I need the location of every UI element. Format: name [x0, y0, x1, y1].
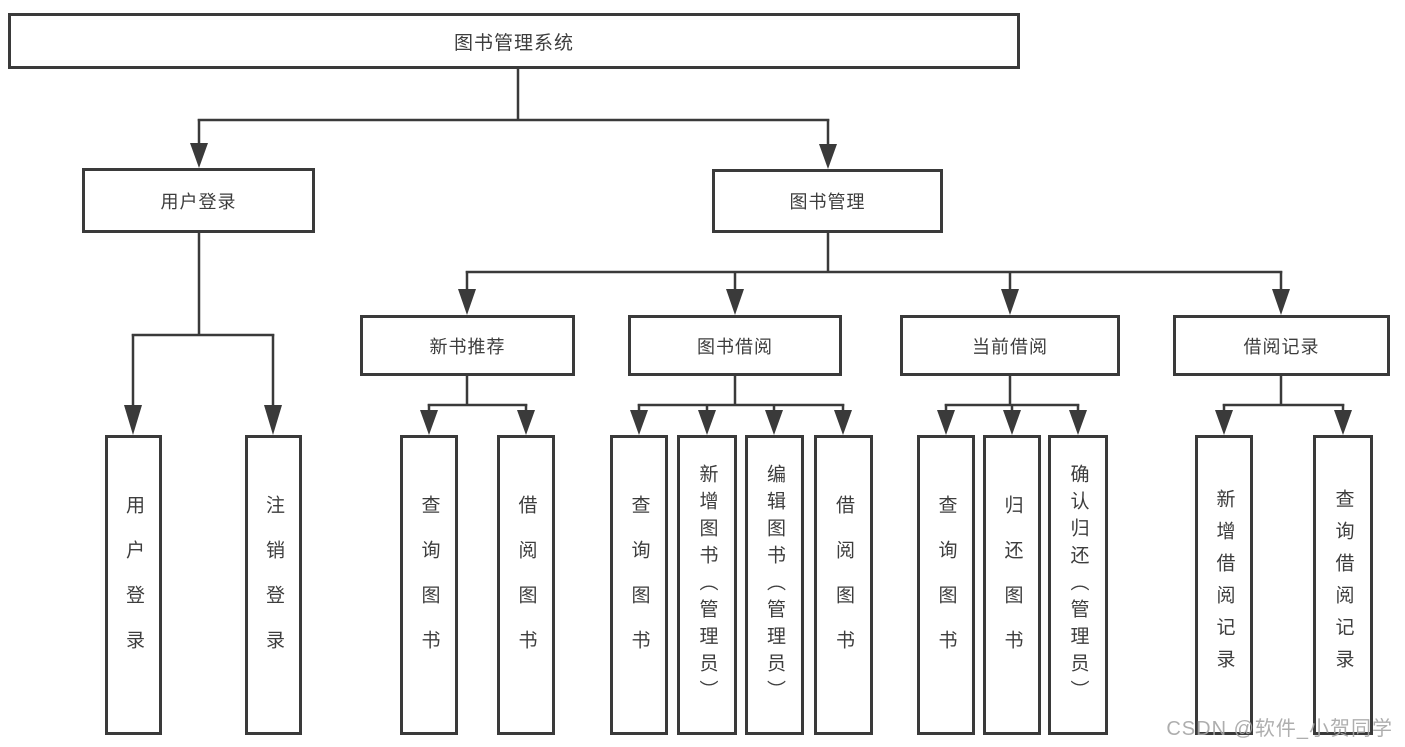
leaf-recommend-borrow-books: 借阅图书 [497, 435, 555, 735]
node-new-book-recommend: 新书推荐 [360, 315, 575, 376]
node-book-borrow: 图书借阅 [628, 315, 842, 376]
csdn-watermark: CSDN @软件_小贺同学 [1166, 718, 1393, 740]
leaf-query-borrow-record-label: 查询借阅记录 [1332, 489, 1354, 681]
leaf-current-query-books: 查询图书 [917, 435, 975, 735]
leaf-borrow-query-books: 查询图书 [610, 435, 668, 735]
leaf-borrow-books: 借阅图书 [814, 435, 873, 735]
leaf-borrow-books-label: 借阅图书 [833, 495, 854, 675]
node-new-book-recommend-label: 新书推荐 [429, 336, 506, 357]
leaf-user-login: 用户登录 [105, 435, 162, 735]
node-root-label: 图书管理系统 [453, 32, 574, 54]
node-borrow-records: 借阅记录 [1173, 315, 1390, 376]
node-current-borrow-label: 当前借阅 [972, 336, 1048, 357]
leaf-borrow-query-books-label: 查询图书 [628, 495, 650, 675]
leaf-recommend-query-books-label: 查询图书 [418, 495, 440, 675]
node-book-borrow-label: 图书借阅 [697, 336, 773, 357]
leaf-current-query-books-label: 查询图书 [935, 495, 957, 675]
leaf-add-books-admin: 新增图书（管理员） [677, 435, 737, 735]
node-book-management: 图书管理 [712, 169, 943, 233]
node-borrow-records-label: 借阅记录 [1243, 336, 1320, 357]
leaf-confirm-return-admin: 确认归还（管理员） [1048, 435, 1108, 735]
node-current-borrow: 当前借阅 [900, 315, 1120, 376]
leaf-recommend-borrow-books-label: 借阅图书 [515, 495, 537, 675]
leaf-logout-label: 注销登录 [263, 495, 284, 675]
leaf-logout: 注销登录 [245, 435, 302, 735]
leaf-add-borrow-record-label: 新增借阅记录 [1213, 489, 1235, 681]
leaf-confirm-return-admin-label: 确认归还（管理员） [1067, 463, 1089, 707]
leaf-return-books-label: 归还图书 [1001, 495, 1023, 675]
leaf-recommend-query-books: 查询图书 [400, 435, 458, 735]
node-book-management-label: 图书管理 [789, 192, 866, 212]
leaf-add-borrow-record: 新增借阅记录 [1195, 435, 1253, 735]
leaf-return-books: 归还图书 [983, 435, 1041, 735]
node-user-login: 用户登录 [82, 168, 315, 233]
leaf-user-login-label: 用户登录 [123, 495, 144, 675]
leaf-edit-books-admin: 编辑图书（管理员） [745, 435, 804, 735]
leaf-add-books-admin-label: 新增图书（管理员） [696, 463, 718, 707]
leaf-edit-books-admin-label: 编辑图书（管理员） [764, 463, 785, 707]
node-root: 图书管理系统 [8, 13, 1020, 69]
node-user-login-label: 用户登录 [160, 191, 237, 212]
leaf-query-borrow-record: 查询借阅记录 [1313, 435, 1373, 735]
